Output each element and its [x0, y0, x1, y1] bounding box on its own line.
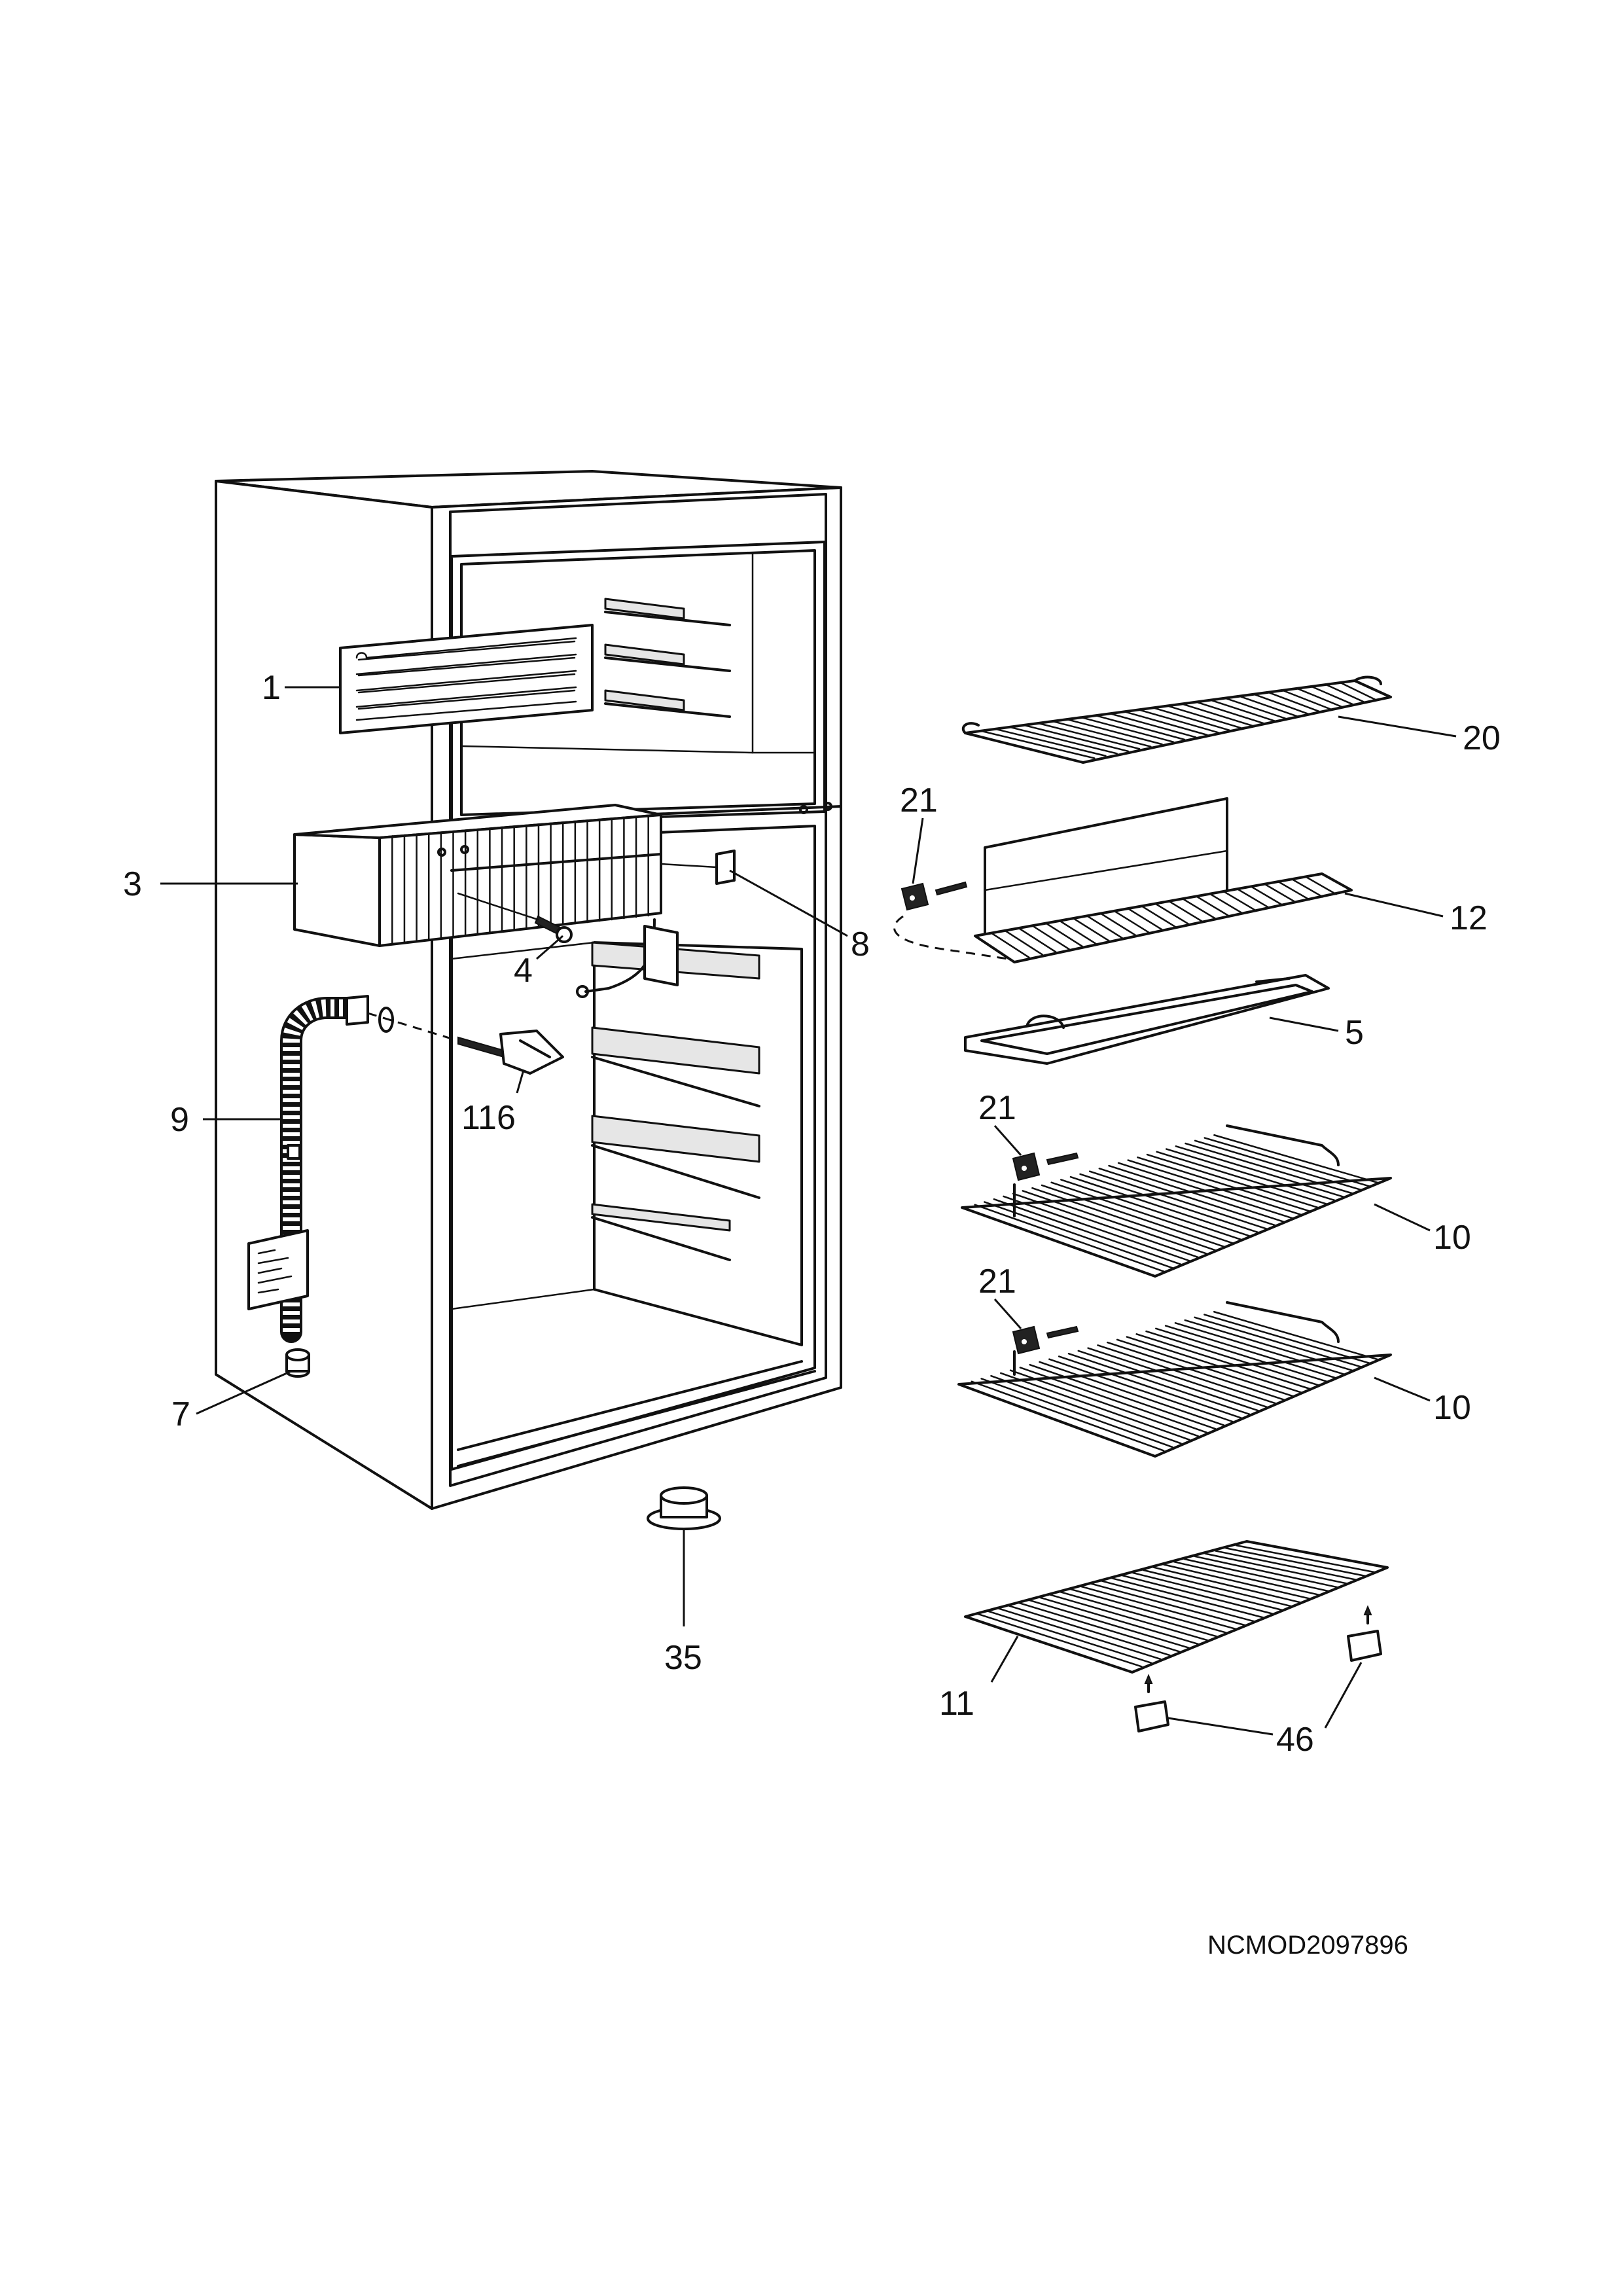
part-11-shelf — [964, 1540, 1389, 1674]
callout-20: 20 — [1463, 719, 1501, 757]
callout-7: 7 — [171, 1395, 190, 1433]
callout-1: 1 — [262, 669, 281, 707]
part-46-clip-a — [1134, 1674, 1169, 1732]
callout-116: 116 — [461, 1099, 516, 1137]
part-7-foot — [285, 1348, 310, 1378]
leader-lines — [160, 686, 1457, 1736]
part-8-thermostat — [660, 850, 736, 885]
callout-3: 3 — [123, 865, 142, 903]
callout-5: 5 — [1345, 1014, 1364, 1052]
part-10-shelf-upper — [961, 1124, 1392, 1278]
freezer-rails — [604, 598, 731, 718]
part-3-evaporator — [293, 804, 662, 947]
part-10-shelf-lower — [957, 1301, 1392, 1458]
callout-11: 11 — [939, 1685, 974, 1723]
part-46-clip-b — [1347, 1605, 1382, 1662]
callout-10-upper: 10 — [1433, 1219, 1471, 1257]
part-35-foot-pad — [647, 1486, 721, 1530]
callout-8: 8 — [851, 925, 870, 963]
callout-12: 12 — [1450, 899, 1488, 937]
part-21-support-b — [1012, 1152, 1079, 1181]
part-4-screw — [457, 892, 679, 998]
part-21-support-c — [1012, 1325, 1079, 1355]
callout-9: 9 — [170, 1101, 189, 1139]
refrigerator-cabinet — [215, 470, 842, 1510]
part-20-shelf — [961, 675, 1392, 764]
part-116-drain-fitting — [367, 1007, 564, 1075]
callout-21-top: 21 — [900, 781, 938, 819]
part-12-shelf — [974, 797, 1353, 963]
diagram-reference-code: NCMOD2097896 — [1207, 1931, 1408, 1960]
part-9-hose — [247, 995, 369, 1343]
callout-10-lower: 10 — [1433, 1389, 1471, 1427]
callout-4: 4 — [514, 952, 533, 990]
callout-labels: 1 3 4 8 9 116 7 35 20 21 12 5 21 10 21 1… — [123, 669, 1501, 1960]
part-1-freezer-panel — [339, 624, 594, 734]
callout-46: 46 — [1276, 1721, 1314, 1759]
callout-21-middle: 21 — [978, 1089, 1016, 1127]
callout-35: 35 — [664, 1639, 702, 1677]
callout-21-lower: 21 — [978, 1263, 1016, 1300]
part-21-support-a — [893, 881, 1008, 960]
part-5-tray — [964, 974, 1330, 1065]
